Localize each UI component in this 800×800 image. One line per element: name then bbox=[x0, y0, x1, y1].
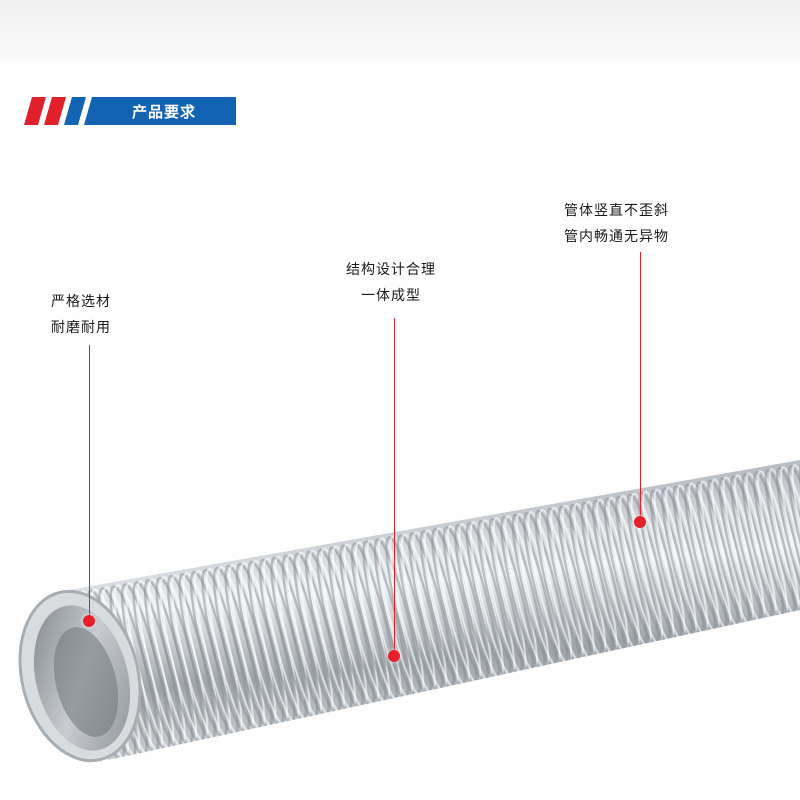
section-banner: 产品要求 bbox=[24, 97, 236, 125]
corrugation-ring bbox=[764, 469, 800, 617]
callout-straightness-line2: 管内畅通无异物 bbox=[564, 229, 669, 245]
callout-structure: 结构设计合理 一体成型 bbox=[336, 257, 446, 309]
corrugation-highlight bbox=[780, 466, 800, 613]
callout-structure-line2: 一体成型 bbox=[361, 288, 421, 304]
pointer-line-right bbox=[640, 252, 641, 522]
corrugation-ring bbox=[775, 467, 800, 614]
pointer-line-middle bbox=[394, 318, 395, 656]
callout-material-line1: 严格选材 bbox=[51, 294, 111, 310]
marker-dot-right bbox=[634, 516, 646, 528]
marker-dot-left bbox=[83, 615, 95, 627]
callout-straightness-line1: 管体竖直不歪斜 bbox=[564, 203, 669, 219]
callout-structure-line1: 结构设计合理 bbox=[346, 262, 436, 278]
hose-corrugations bbox=[74, 462, 800, 760]
callout-material: 严格选材 耐磨耐用 bbox=[51, 289, 111, 341]
background-band bbox=[0, 0, 800, 60]
pointer-line-left bbox=[89, 345, 90, 621]
marker-dot-middle bbox=[388, 650, 400, 662]
banner-stripes bbox=[24, 97, 236, 125]
callout-straightness: 管体竖直不歪斜 管内畅通无异物 bbox=[564, 198, 669, 250]
banner-title: 产品要求 bbox=[132, 103, 197, 121]
corrugation-highlight bbox=[791, 464, 800, 611]
callout-material-line2: 耐磨耐用 bbox=[51, 320, 111, 336]
